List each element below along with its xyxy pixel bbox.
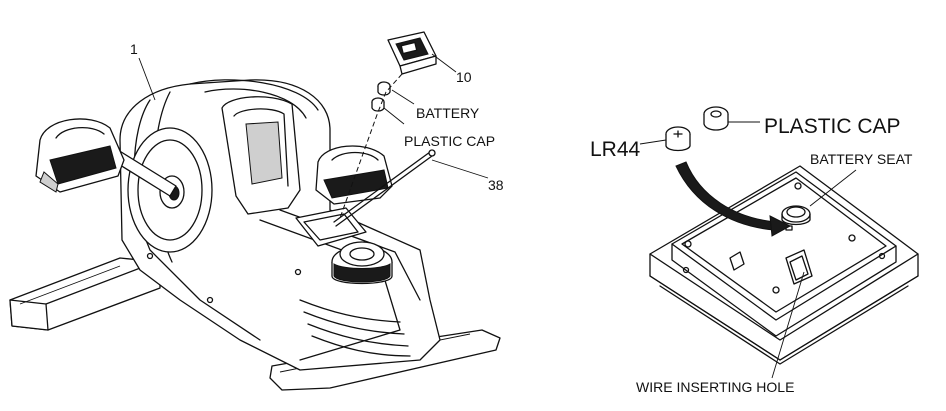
leader-lr44	[639, 139, 667, 145]
plastic-cap-exploded	[371, 97, 385, 112]
monitor-back-drawing	[639, 106, 919, 379]
leader-part-38	[431, 159, 489, 179]
wire-hole	[785, 249, 813, 285]
front-stabilizer	[9, 257, 161, 331]
leader-part-10	[431, 53, 457, 73]
exercise-bike-drawing	[9, 31, 501, 391]
label-plastic-cap-right: PLASTIC CAP	[764, 115, 901, 138]
label-wire-inserting-hole: WIRE INSERTING HOLE	[636, 379, 794, 395]
lr44-battery	[665, 126, 691, 152]
wire-part-38	[333, 149, 436, 227]
left-pedal	[35, 118, 125, 193]
label-part-10: 10	[456, 69, 472, 85]
label-battery-seat: BATTERY SEAT	[810, 151, 913, 167]
leader-part-1	[138, 57, 156, 101]
label-battery: BATTERY	[416, 105, 480, 121]
insertion-arrow	[675, 161, 792, 237]
right-pedal	[315, 145, 393, 205]
assembly-dashed-line	[339, 73, 403, 219]
pin	[729, 251, 745, 271]
tension-knob	[331, 241, 393, 285]
label-part-1: 1	[130, 41, 138, 57]
plastic-cap	[703, 106, 729, 131]
leader-plastic-cap	[383, 107, 405, 125]
leader-wire-hole	[771, 271, 805, 379]
monitor-display	[387, 31, 437, 75]
battery-seat	[781, 205, 811, 231]
leader-battery-seat	[809, 169, 857, 207]
label-part-38: 38	[488, 177, 504, 193]
label-plastic-cap-left: PLASTIC CAP	[404, 133, 495, 149]
label-lr44: LR44	[590, 138, 641, 161]
battery-exploded	[377, 81, 391, 96]
leader-battery	[391, 89, 415, 105]
